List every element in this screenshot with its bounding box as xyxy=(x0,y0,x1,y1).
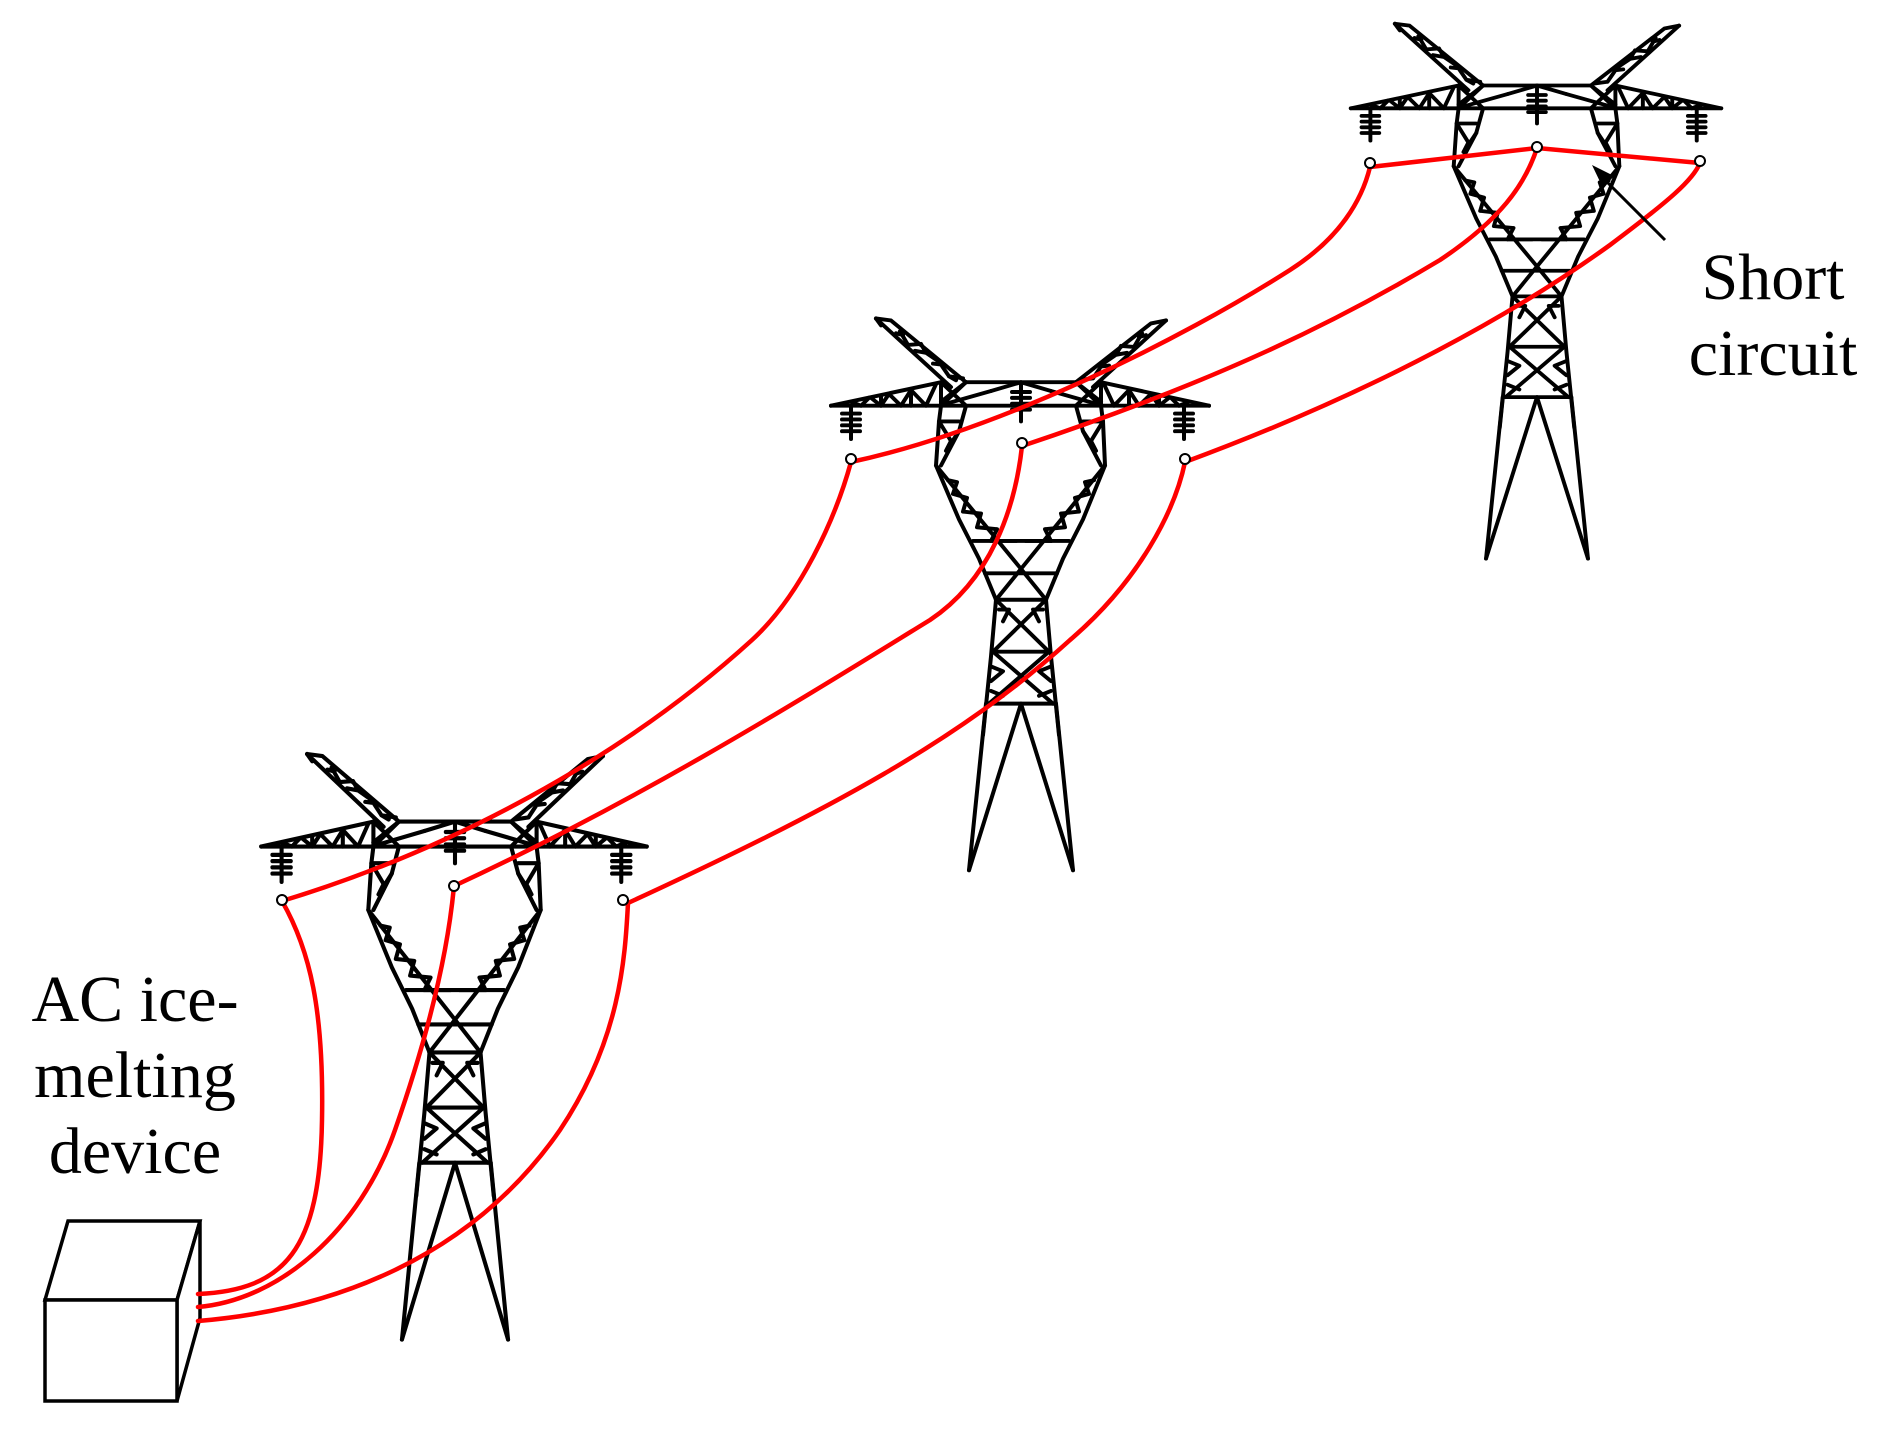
conductor-phase-c xyxy=(195,160,1703,1324)
conductor-phase-a xyxy=(195,164,1373,1297)
attachment-nodes xyxy=(276,141,1706,906)
short-circuit-label-line1: Short xyxy=(1701,241,1845,314)
device-label-line1: AC ice- xyxy=(31,963,239,1036)
device-label: AC ice- melting device xyxy=(0,962,270,1190)
device-label-line2: melting xyxy=(34,1039,236,1112)
short-circuit-label: Short circuit xyxy=(1660,240,1886,392)
short-circuit-arrow xyxy=(1592,165,1667,242)
ac-ice-melting-device-box xyxy=(42,1219,203,1403)
device-label-line3: device xyxy=(48,1115,222,1188)
conductor-phase-b xyxy=(195,145,1540,1310)
short-circuit-label-line2: circuit xyxy=(1688,317,1858,390)
